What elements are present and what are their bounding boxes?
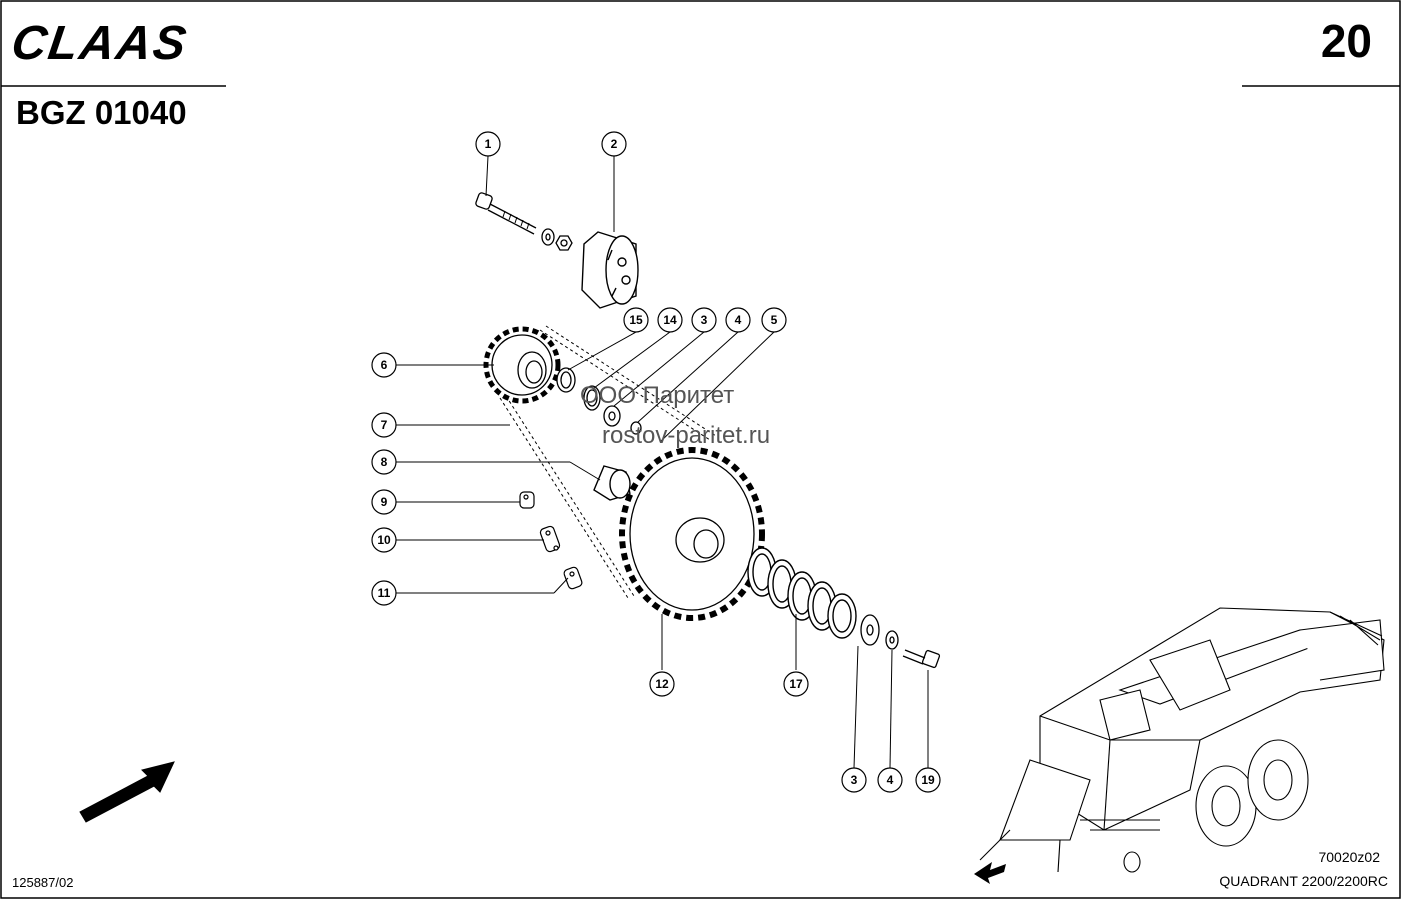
callout-7: 7 (371, 412, 397, 438)
travel-direction-arrow-icon (974, 862, 1006, 884)
callout-12: 12 (649, 671, 675, 697)
callout-3-bottom: 3 (841, 767, 867, 793)
callout-1: 1 (475, 131, 501, 157)
callout-10: 10 (371, 527, 397, 553)
bolt-part (475, 192, 537, 235)
callout-15: 15 (623, 307, 649, 333)
callout-4-bottom: 4 (877, 767, 903, 793)
clutch-rings-part (747, 547, 857, 639)
callout-label: 11 (378, 586, 391, 600)
callout-5: 5 (761, 307, 787, 333)
callout-14: 14 (657, 307, 683, 333)
page-number: 20 (1320, 15, 1372, 67)
callout-9: 9 (371, 489, 397, 515)
model-name: QUADRANT 2200/2200RC (1219, 873, 1388, 889)
callout-label: 10 (377, 533, 391, 547)
callout-19: 19 (915, 767, 941, 793)
callout-label: 7 (381, 418, 388, 432)
small-sprocket-part (483, 326, 561, 404)
leader-lines (396, 155, 929, 769)
image-code: 70020z02 (1318, 849, 1380, 865)
washer-part (541, 228, 573, 251)
document-code: 125887/02 (12, 875, 74, 890)
callout-label: 1 (485, 137, 492, 151)
watermark-url: rostov-paritet.ru (602, 422, 771, 449)
callout-label: 17 (789, 677, 803, 691)
callout-label: 4 (735, 313, 742, 327)
brand-logo: CLAAS (8, 17, 192, 70)
callout-3-top: 3 (691, 307, 717, 333)
spacer-rings-part (556, 367, 642, 435)
callout-label: 3 (851, 773, 858, 787)
baler-machine-sketch (979, 607, 1385, 873)
rubber-block-part (581, 231, 639, 309)
callout-label: 15 (629, 313, 643, 327)
callout-8: 8 (371, 449, 397, 475)
callout-label: 4 (887, 773, 894, 787)
callout-label: 8 (381, 455, 388, 469)
chain-links-part (519, 491, 583, 590)
callout-6: 6 (371, 352, 397, 378)
callout-4-top: 4 (725, 307, 751, 333)
callout-label: 19 (921, 773, 935, 787)
part-callouts: 1 2 15 14 3 4 5 6 7 8 9 10 11 12 17 3 4 … (371, 131, 941, 793)
callout-label: 9 (381, 495, 388, 509)
end-washers-bolt-part (860, 614, 941, 669)
callout-2: 2 (601, 131, 627, 157)
callout-17: 17 (783, 671, 809, 697)
callout-label: 2 (611, 137, 618, 151)
direction-arrow-icon (79, 761, 175, 823)
callout-11: 11 (371, 580, 397, 606)
callout-label: 5 (771, 313, 778, 327)
callout-label: 14 (663, 313, 677, 327)
large-sprocket-part (619, 447, 765, 621)
watermark-company: ООО Паритет (580, 382, 735, 409)
group-code: BGZ 01040 (16, 94, 187, 131)
bushing-part (593, 465, 631, 501)
callout-label: 6 (381, 358, 388, 372)
callout-label: 12 (655, 677, 669, 691)
callout-label: 3 (701, 313, 708, 327)
